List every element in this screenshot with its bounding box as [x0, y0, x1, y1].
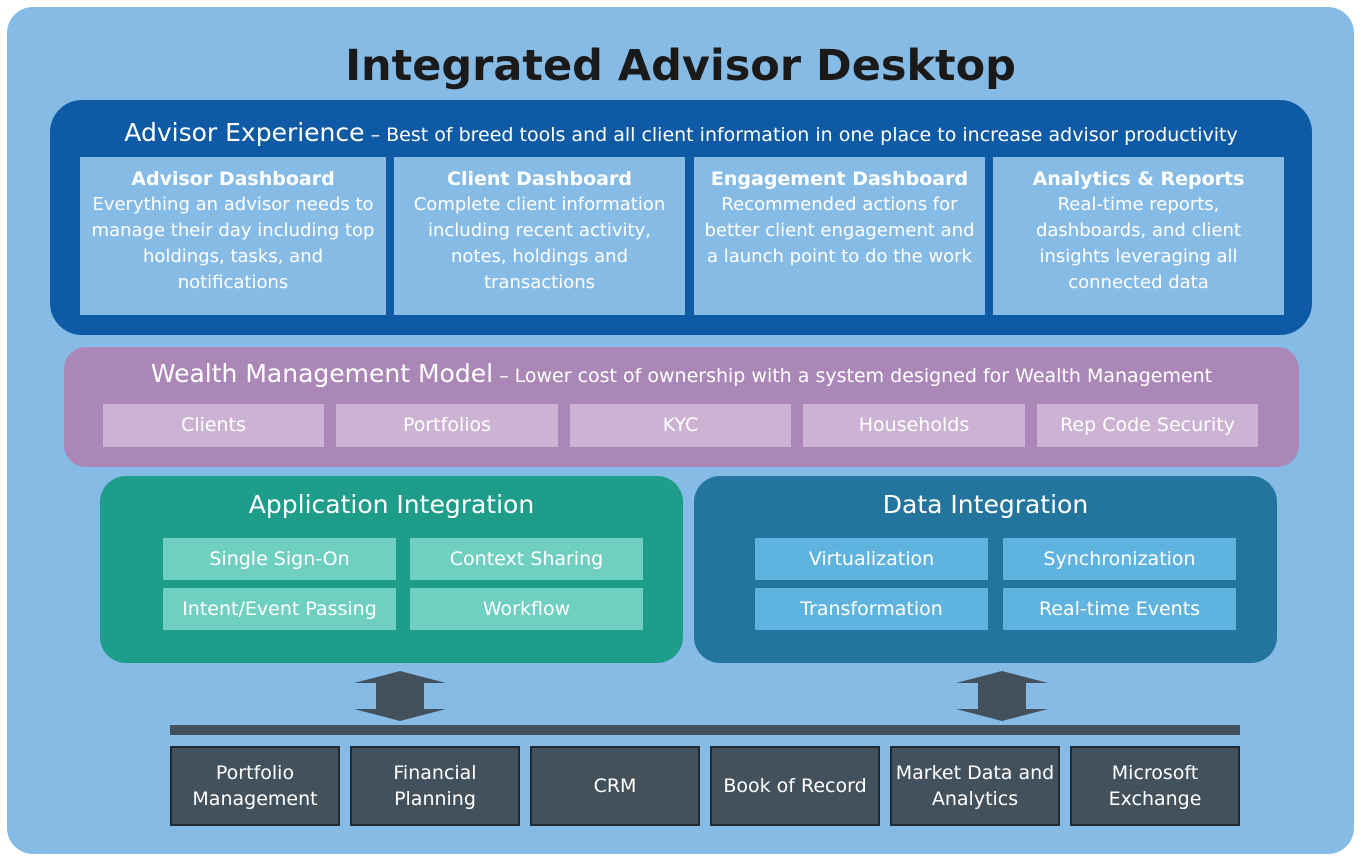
system-microsoft-exchange: Microsoft Exchange: [1070, 746, 1240, 826]
card-text: Complete client information including re…: [413, 194, 666, 293]
card-title: Engagement Dashboard: [710, 168, 969, 190]
wmm-item-portfolios: Portfolios: [336, 404, 558, 447]
system-market-data-analytics: Market Data and Analytics: [890, 746, 1060, 826]
data-item-transformation: Transformation: [755, 588, 988, 630]
advisor-experience-heading: Advisor Experience: [124, 118, 365, 147]
application-integration-heading: Application Integration: [248, 490, 535, 519]
system-book-of-record: Book of Record: [710, 746, 880, 826]
system-label: Microsoft Exchange: [1108, 762, 1202, 810]
app-item-single-sign-on: Single Sign-On: [163, 538, 396, 580]
engagement-dashboard-card: Engagement Dashboard Recommended actions…: [694, 157, 985, 315]
system-label: CRM: [593, 775, 637, 797]
wmm-item-households: Households: [803, 404, 1025, 447]
card-title: Analytics & Reports: [1032, 168, 1245, 190]
card-title: Advisor Dashboard: [131, 168, 335, 190]
data-item-synchronization: Synchronization: [1003, 538, 1236, 580]
app-item-context-sharing: Context Sharing: [410, 538, 643, 580]
wealth-management-model-panel: Wealth Management Model – Lower cost of …: [64, 347, 1299, 467]
system-label: Financial Planning: [393, 762, 477, 810]
wealth-management-model-subheading: – Lower cost of ownership with a system …: [493, 365, 1213, 387]
system-label: Book of Record: [723, 775, 867, 797]
application-integration-panel: Application Integration Single Sign-On C…: [100, 476, 683, 663]
app-item-workflow: Workflow: [410, 588, 643, 630]
data-item-real-time-events: Real-time Events: [1003, 588, 1236, 630]
diagram-title: Integrated Advisor Desktop: [345, 41, 1016, 91]
wmm-item-rep-code-security: Rep Code Security: [1037, 404, 1258, 447]
system-label: Portfolio Management: [192, 762, 318, 810]
data-item-virtualization: Virtualization: [755, 538, 988, 580]
advisor-experience-subheading: – Best of breed tools and all client inf…: [364, 124, 1238, 146]
advisor-experience-header: Advisor Experience – Best of breed tools…: [50, 118, 1312, 147]
card-title: Client Dashboard: [447, 168, 632, 190]
system-portfolio-management: Portfolio Management: [170, 746, 340, 826]
advisor-experience-panel: Advisor Experience – Best of breed tools…: [50, 100, 1312, 335]
double-arrow-icon: [956, 671, 1048, 721]
analytics-reports-card: Analytics & Reports Real-time reports, d…: [993, 157, 1284, 315]
data-integration-heading: Data Integration: [882, 490, 1089, 519]
system-crm: CRM: [530, 746, 700, 826]
wealth-management-model-heading: Wealth Management Model: [150, 359, 494, 388]
card-text: Real-time reports, dashboards, and clien…: [1035, 194, 1242, 293]
client-dashboard-card: Client Dashboard Complete client informa…: [394, 157, 685, 315]
integration-bus: [170, 725, 1240, 735]
system-financial-planning: Financial Planning: [350, 746, 520, 826]
wealth-management-model-header: Wealth Management Model – Lower cost of …: [64, 359, 1299, 388]
advisor-dashboard-card: Advisor Dashboard Everything an advisor …: [80, 157, 386, 315]
wmm-item-kyc: KYC: [570, 404, 791, 447]
system-label: Market Data and Analytics: [895, 762, 1055, 810]
data-integration-panel: Data Integration Virtualization Synchron…: [694, 476, 1277, 663]
wmm-item-clients: Clients: [103, 404, 324, 447]
double-arrow-icon: [354, 671, 446, 721]
app-item-intent-event-passing: Intent/Event Passing: [163, 588, 396, 630]
card-text: Recommended actions for better client en…: [704, 194, 975, 267]
card-text: Everything an advisor needs to manage th…: [91, 194, 375, 293]
